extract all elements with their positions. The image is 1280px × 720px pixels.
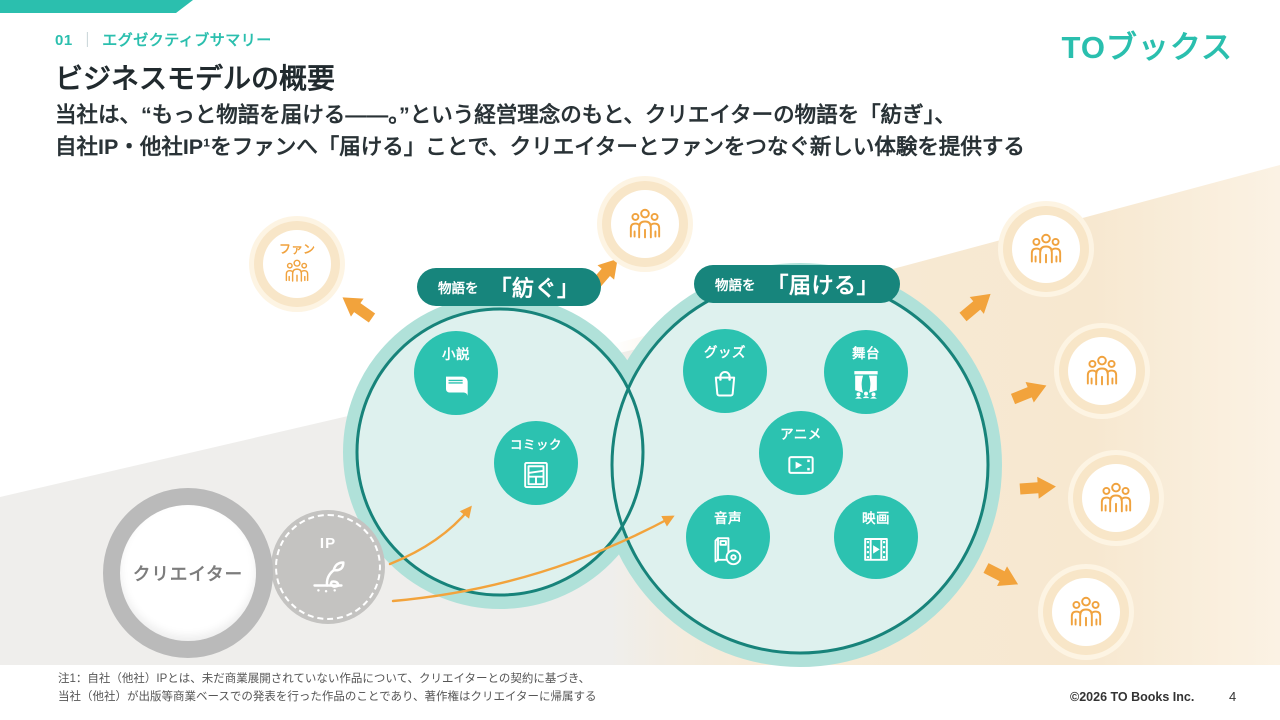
page-number: 4	[1229, 689, 1237, 704]
spin-pill-title: 「紡ぐ」	[489, 276, 580, 301]
deliver-group-pill: 物語を 「届ける」	[694, 265, 901, 303]
node-movie: 映画	[834, 495, 918, 579]
page-title: ビジネスモデルの概要	[55, 63, 336, 94]
spin-pill-tag: 物語を	[438, 281, 479, 296]
lead-line-2: 自社IP・他社IP¹をファンへ「届ける」ことで、クリエイターとファンをつなぐ新し…	[55, 135, 1025, 160]
shopping-bag-icon	[705, 363, 745, 403]
spin-circle-outline	[355, 307, 645, 597]
lead-text: 当社は、“もっと物語を届ける――。”という経営理念のもと、クリエイターの物語を「…	[55, 99, 1025, 164]
node-anime: アニメ	[759, 411, 843, 495]
film-strip-icon	[856, 529, 896, 569]
ip-label: IP	[319, 535, 337, 552]
fan-circle-right-1	[1012, 215, 1080, 283]
fan-circle-right-4	[1052, 578, 1120, 646]
deliver-pill-tag: 物語を	[715, 278, 756, 293]
fan-circle-top	[611, 190, 679, 258]
fan-circle-left: ファン	[263, 230, 331, 298]
fans-group-icon	[1082, 351, 1122, 391]
node-novel: 小説	[414, 331, 498, 415]
node-label: 小説	[442, 347, 470, 362]
node-label: 舞台	[852, 346, 880, 361]
node-audio: 音声	[686, 495, 770, 579]
corner-ribbon	[0, 0, 193, 13]
fans-group-icon	[1096, 478, 1136, 518]
footnote-line-2: 当社（他社）が出版等商業ベースでの発表を行った作品のことであり、著作権はクリエイ…	[58, 690, 597, 703]
tv-play-icon	[781, 445, 821, 485]
fans-group-icon	[282, 256, 312, 286]
node-label: 音声	[714, 511, 742, 526]
node-label: アニメ	[780, 427, 822, 442]
node-goods: グッズ	[683, 329, 767, 413]
ip-to-deliver-arrow	[391, 515, 675, 603]
arrow-to-fan-left	[336, 288, 379, 328]
node-comic: コミック	[494, 421, 578, 505]
fans-group-icon	[1066, 592, 1106, 632]
copyright: ©2026 TO Books Inc.	[1070, 690, 1195, 704]
company-logo: TOブックス	[1061, 30, 1233, 65]
ip-circle: IP	[271, 510, 385, 624]
fan-circle-right-3	[1082, 464, 1150, 532]
stage-curtain-icon	[846, 364, 886, 404]
fan-circle-right-2	[1068, 337, 1136, 405]
audiobook-disc-icon	[708, 529, 748, 569]
section-kicker: 01 ｜ エグゼクティブサマリー	[55, 29, 272, 50]
creator-circle: クリエイター	[103, 488, 273, 658]
ip-to-spin-arrow	[388, 505, 472, 566]
section-number: 01	[55, 32, 73, 49]
node-stage: 舞台	[824, 330, 908, 414]
fan-label: ファン	[278, 241, 315, 256]
book-icon	[436, 365, 476, 405]
footnote-line-1: 注1：自社（他社）IPとは、未だ商業展開されていない作品について、クリエイターと…	[58, 673, 591, 685]
creator-label: クリエイター	[132, 563, 244, 584]
spin-group-pill: 物語を 「紡ぐ」	[417, 268, 601, 306]
deliver-pill-title: 「届ける」	[766, 273, 880, 298]
footnote: 注1：自社（他社）IPとは、未だ商業展開されていない作品について、クリエイターと…	[58, 671, 597, 707]
node-label: グッズ	[704, 345, 746, 360]
node-label: コミック	[509, 437, 562, 452]
lead-line-1: 当社は、“もっと物語を届ける――。”という経営理念のもと、クリエイターの物語を「…	[55, 103, 956, 127]
fans-group-icon	[625, 204, 665, 244]
section-label: エグゼクティブサマリー	[102, 32, 272, 49]
comic-panel-icon	[516, 455, 556, 495]
node-label: 映画	[862, 511, 890, 526]
fans-group-icon	[1026, 229, 1066, 269]
sprout-icon	[305, 552, 351, 598]
kicker-divider: ｜	[79, 32, 96, 49]
